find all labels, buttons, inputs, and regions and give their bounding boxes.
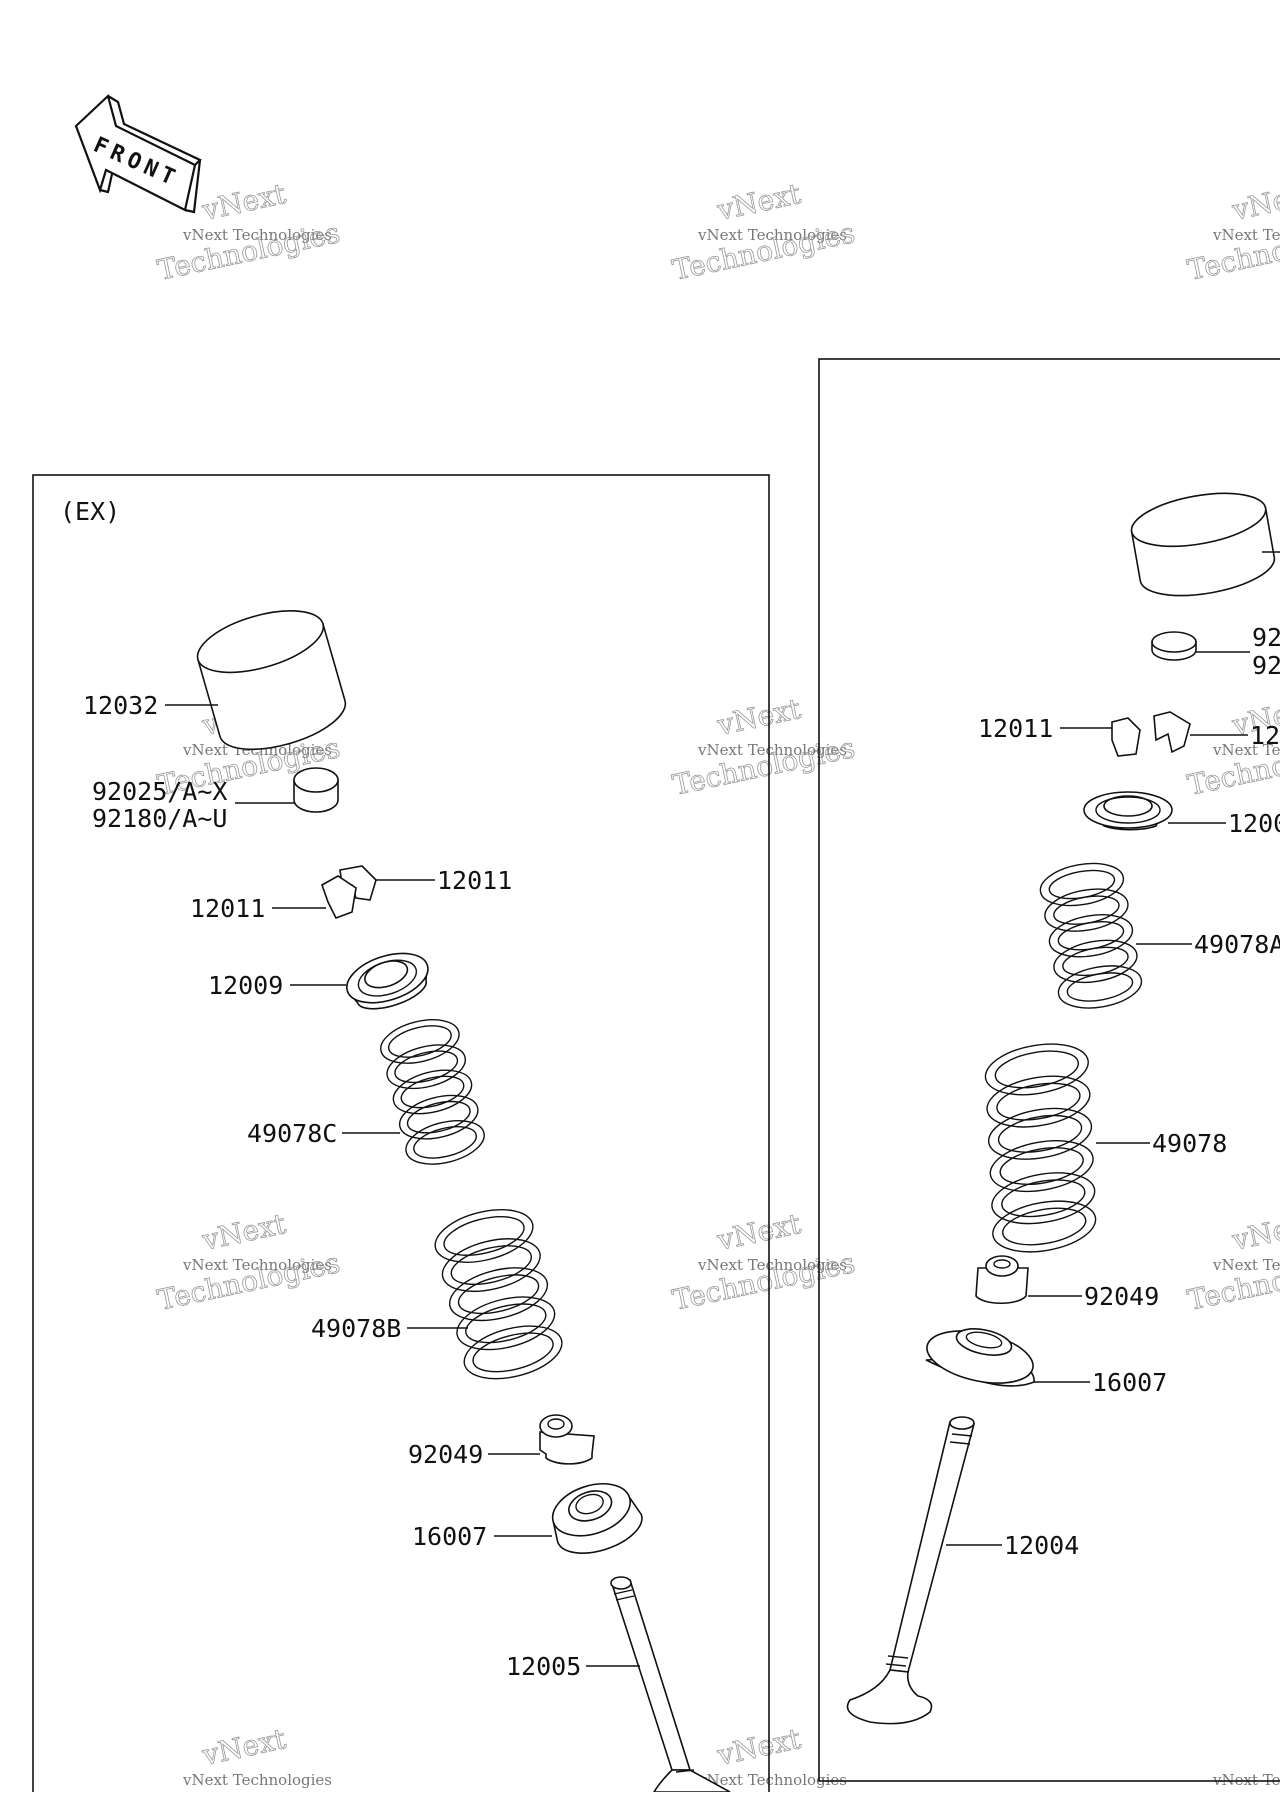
inner-spring (380, 1019, 485, 1165)
outer-spring-in (984, 1043, 1097, 1253)
spring-seat-in (925, 1328, 1035, 1387)
svg-text:vNext: vNext (1229, 1207, 1280, 1257)
svg-text:vNext: vNext (714, 177, 805, 227)
svg-text:vNext: vNext (714, 692, 805, 742)
ex-panel-border (32, 474, 770, 1796)
label-92-a: 92 (1252, 623, 1280, 652)
svg-text:vNext Technologies: vNext Technologies (697, 1256, 847, 1274)
label-92049: 92049 (408, 1440, 483, 1469)
label-49078-in: 49078 (1152, 1129, 1227, 1158)
valve-keepers (321, 865, 377, 920)
valve-keepers-in (1111, 711, 1191, 757)
shim-in (1151, 631, 1197, 661)
svg-text:vNext: vNext (714, 1207, 805, 1257)
label-92-b: 92 (1252, 651, 1280, 680)
watermark: vNext vNext Technologies Technologies (669, 177, 858, 288)
svg-text:vNext Technologies: vNext Technologies (1212, 1256, 1280, 1274)
svg-text:vNext: vNext (199, 1207, 290, 1257)
svg-text:vNext Technologies: vNext Technologies (697, 1771, 847, 1789)
svg-text:vNext: vNext (714, 1722, 805, 1772)
label-49078A-in: 49078A (1194, 930, 1280, 959)
svg-text:vNext Technologies: vNext Technologies (1212, 741, 1280, 759)
outer-spring (434, 1209, 563, 1380)
stem-seal-in (975, 1255, 1029, 1305)
exhaust-valve (610, 1576, 734, 1793)
shim (293, 767, 339, 813)
watermark-text: vNext Technologies (182, 226, 332, 244)
svg-text:vNext Technologies: vNext Technologies (697, 226, 847, 244)
valve-lifter (196, 610, 347, 751)
label-12011-right: 12011 (437, 866, 512, 895)
label-1200-in: 1200 (1228, 809, 1280, 838)
label-49078C: 49078C (247, 1119, 337, 1148)
front-arrow: FRONT (74, 93, 202, 214)
spring-retainer (346, 952, 429, 1010)
label-12004-in: 12004 (1004, 1531, 1079, 1560)
label-16007-in: 16007 (1092, 1368, 1167, 1397)
svg-text:vNext: vNext (1229, 177, 1280, 227)
ex-panel-title: (EX) (60, 497, 120, 526)
watermark-text-vnext: vNext (199, 177, 290, 227)
in-panel: 92 92 12011 12 1200 (818, 358, 1280, 1782)
watermark: vNext vNext Technologies (697, 1722, 847, 1789)
watermark: vNext vNext Technologies (182, 1722, 332, 1789)
label-12005: 12005 (506, 1652, 581, 1681)
front-arrow-depth (107, 95, 202, 214)
label-16007: 16007 (412, 1522, 487, 1551)
ex-panel: (EX) 12032 92025/A~X 92180/A~U 12011 120… (32, 474, 770, 1796)
watermark: vNext vNext Technologies Technologies (669, 692, 858, 803)
watermark: vNext vNext Technologies Technologies (1184, 1207, 1280, 1318)
label-12032: 12032 (83, 691, 158, 720)
watermark-group: vNext vNext Technologies Technologies vN… (154, 177, 1280, 1789)
label-92180: 92180/A~U (92, 804, 227, 833)
front-arrow-shape (74, 93, 197, 212)
watermark: vNext Technologies (1212, 1771, 1280, 1789)
label-12011-left: 12011 (190, 894, 265, 923)
label-12011-in: 12011 (978, 714, 1053, 743)
stem-seal (539, 1414, 595, 1465)
label-12009: 12009 (208, 971, 283, 1000)
valve-lifter-in (1130, 492, 1276, 597)
spring-seat (551, 1483, 643, 1554)
svg-text:vNext Technologies: vNext Technologies (182, 1771, 332, 1789)
label-92049-in: 92049 (1084, 1282, 1159, 1311)
intake-valve (846, 1416, 976, 1725)
svg-text:vNext Technologies: vNext Technologies (697, 741, 847, 759)
label-92025: 92025/A~X (92, 777, 227, 806)
svg-text:vNext Technologies: vNext Technologies (1212, 226, 1280, 244)
label-12-in: 12 (1250, 721, 1280, 750)
svg-text:vNext Technologies: vNext Technologies (1212, 1771, 1280, 1789)
svg-text:vNext: vNext (199, 1722, 290, 1772)
spring-retainer-in (1083, 791, 1173, 831)
watermark: vNext vNext Technologies Technologies (1184, 177, 1280, 288)
inner-spring-in (1039, 862, 1143, 1009)
label-49078B: 49078B (311, 1314, 401, 1343)
watermark: vNext vNext Technologies Technologies (669, 1207, 858, 1318)
in-panel-border (818, 358, 1280, 1782)
watermark: vNext vNext Technologies Technologies (154, 1207, 343, 1318)
svg-text:vNext Technologies: vNext Technologies (182, 1256, 332, 1274)
